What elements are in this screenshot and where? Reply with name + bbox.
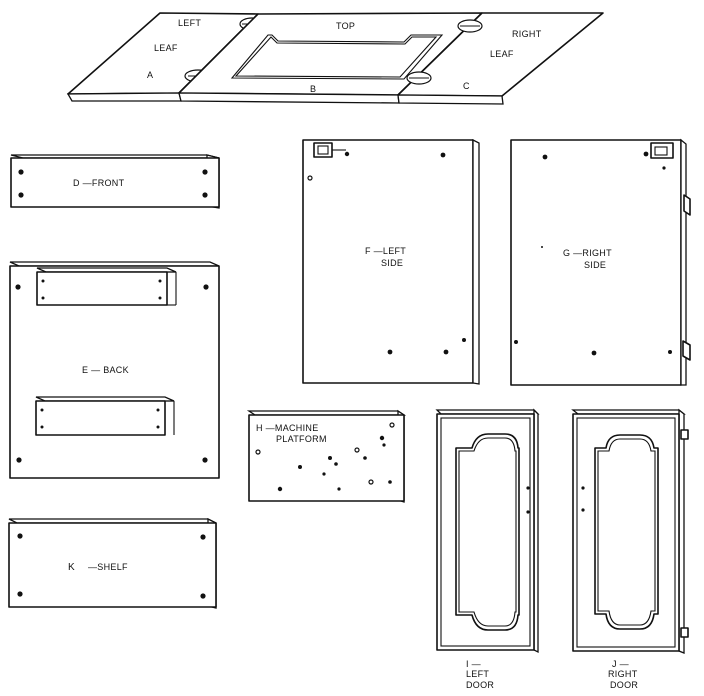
right-leaf-panel: RIGHT LEAF C (397, 12, 604, 105)
left-side-label-line2: SIDE (381, 258, 403, 268)
back-label: E — BACK (82, 365, 129, 375)
right-side-label-line2: SIDE (584, 260, 606, 270)
left-door-panel: I — LEFT DOOR (435, 408, 540, 690)
left-leaf-label-line1: LEFT (178, 18, 201, 28)
shelf-panel: K —SHELF (8, 517, 217, 609)
right-door-label-line2: RIGHT (608, 669, 638, 679)
top-assembly: LEFT LEAF A TOP B RIGHT LEAF C (66, 12, 604, 105)
right-side-label-line1: G —RIGHT (563, 248, 612, 258)
machine-platform-panel: H —MACHINE PLATFORM (246, 409, 407, 503)
shelf-letter: K (68, 562, 75, 573)
left-side-panel: F —LEFT SIDE (302, 138, 480, 385)
machine-platform-label-line1: H —MACHINE (256, 423, 319, 433)
top-letter: B (310, 84, 316, 94)
back-panel: E — BACK (9, 261, 220, 479)
left-door-label-line3: DOOR (466, 680, 494, 690)
right-door-label-line3: DOOR (610, 680, 638, 690)
left-leaf-letter: A (147, 70, 153, 80)
top-panel: TOP B (178, 12, 483, 104)
right-leaf-letter: C (463, 81, 470, 91)
left-side-label-line1: F —LEFT (365, 246, 406, 256)
front-label: D —FRONT (73, 178, 125, 188)
left-door-label-line1: I — (466, 659, 481, 669)
machine-platform-label-line2: PLATFORM (276, 434, 327, 444)
right-door-label-line1: J — (612, 659, 629, 669)
right-leaf-label-line1: RIGHT (512, 29, 542, 39)
front-panel: D —FRONT (10, 154, 220, 209)
right-door-panel: J — RIGHT DOOR (571, 408, 689, 690)
left-leaf-label-line2: LEAF (154, 43, 178, 53)
right-side-panel: G —RIGHT SIDE (510, 138, 691, 386)
right-leaf-label-line2: LEAF (490, 49, 514, 59)
top-label: TOP (336, 21, 355, 31)
shelf-label: —SHELF (88, 562, 128, 572)
left-door-label-line2: LEFT (466, 669, 489, 679)
